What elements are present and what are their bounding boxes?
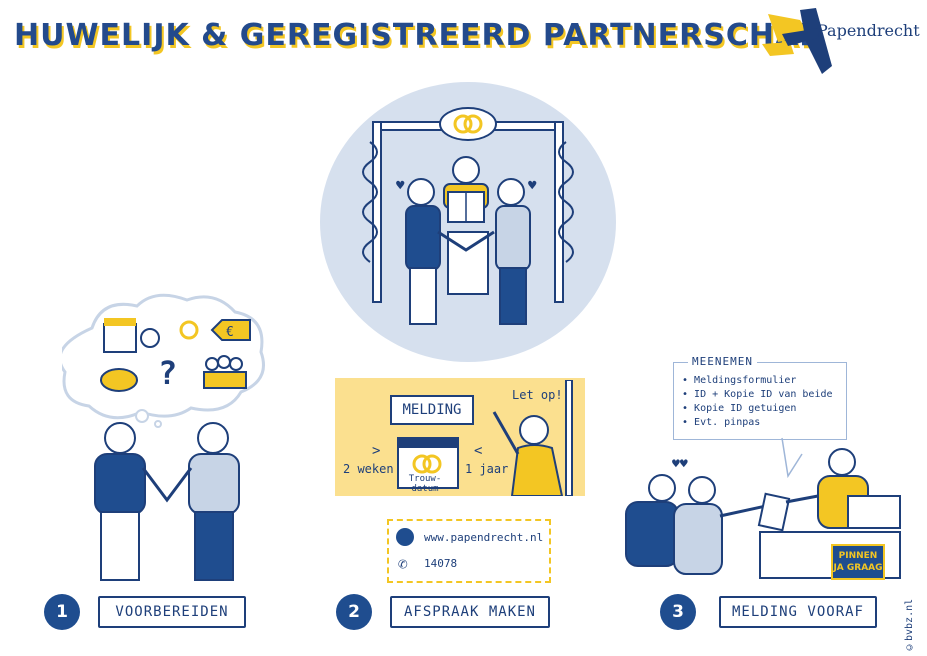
sign-line-2: JA GRAAG xyxy=(833,563,883,573)
chevron-right-icon: > xyxy=(372,443,381,459)
phone-icon: ✆ xyxy=(398,554,408,573)
step-1-label: VOORBEREIDEN xyxy=(98,596,246,628)
melding-label: MELDING xyxy=(390,395,474,425)
pointing-person-illustration xyxy=(492,380,573,496)
credit-text: ©bvbz.nl xyxy=(904,598,915,652)
list-item: • ID + Kopie ID van beide xyxy=(682,389,833,400)
contact-box xyxy=(387,519,551,583)
page-title: HUWELIJK & GEREGISTREERD PARTNERSCHAP xyxy=(14,18,823,53)
svg-text:€: € xyxy=(226,325,234,340)
bring-list-title: MEENEMEN xyxy=(688,355,757,368)
list-item: • Meldingsformulier xyxy=(682,375,797,386)
logo-text: Papendrecht xyxy=(817,21,920,40)
thought-cloud: ? € xyxy=(62,293,265,428)
step-2-label: AFSPRAAK MAKEN xyxy=(390,596,550,628)
globe-icon xyxy=(396,528,414,546)
list-item: • Kopie ID getuigen xyxy=(682,403,797,414)
step-3-label: MELDING VOORAF xyxy=(719,596,877,628)
couple-holding-hands-illustration xyxy=(94,422,240,581)
calendar-icon xyxy=(397,437,459,489)
svg-text:♥♥: ♥♥ xyxy=(672,457,688,472)
bring-list-box xyxy=(673,362,847,440)
svg-text:?: ? xyxy=(158,354,177,392)
website-link[interactable]: www.papendrecht.nl xyxy=(424,531,544,544)
sign-line-1: PINNEN xyxy=(838,551,878,561)
let-op-label: Let op! xyxy=(512,388,563,402)
list-item: • Evt. pinpas xyxy=(682,417,761,428)
svg-text:♥: ♥ xyxy=(528,178,537,194)
step-3-number: 3 xyxy=(660,594,696,630)
year-label: 1 jaar xyxy=(465,462,509,476)
chevron-left-icon: < xyxy=(474,443,483,459)
bring-list: • Meldingsformulier • ID + Kopie ID van … xyxy=(682,374,833,430)
wedding-ceremony-illustration: ♥ ♥ xyxy=(320,82,616,362)
counter-registration-illustration: ♥♥ xyxy=(625,437,901,579)
svg-text:♥: ♥ xyxy=(396,178,405,194)
papendrecht-logo xyxy=(762,8,832,74)
step-2-number: 2 xyxy=(336,594,372,630)
wedding-date-text: Trouw- datum xyxy=(408,474,442,494)
weeks-label: 2 weken xyxy=(343,462,394,476)
phone-number[interactable]: 14078 xyxy=(424,557,458,570)
step-1-number: 1 xyxy=(44,594,80,630)
payment-sign: PINNEN JA GRAAG xyxy=(831,544,885,580)
